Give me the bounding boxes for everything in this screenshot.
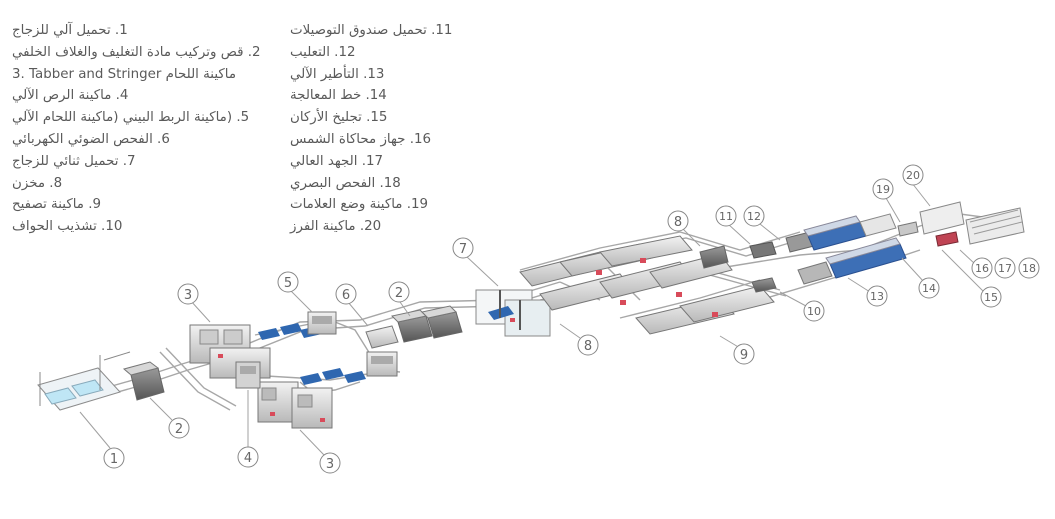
- svg-text:3: 3: [184, 288, 192, 303]
- legend-item: 12. التعليب: [290, 44, 356, 60]
- el-inspection-6: [365, 325, 399, 349]
- legend-item: 8. مخزن: [12, 175, 63, 191]
- curing-line-upper: [803, 213, 897, 251]
- svg-text:20: 20: [906, 169, 920, 182]
- edge-trimming-10: [751, 277, 777, 293]
- legend-item: 10. تشذيب الحواف: [12, 219, 123, 235]
- double-glass-loader-7: [475, 289, 551, 337]
- svg-text:8: 8: [674, 215, 682, 230]
- svg-text:11: 11: [719, 210, 733, 223]
- callout-1: 1: [103, 447, 125, 469]
- svg-text:12: 12: [747, 210, 761, 223]
- legend-item: 14. خط المعالجة: [290, 88, 387, 104]
- legend-item: 16. جهاز محاكاة الشمس: [290, 131, 431, 147]
- legend-item: 11. تحميل صندوق التوصيلات: [290, 23, 453, 38]
- laminator-block-upper: [519, 235, 693, 287]
- legend-item: 15. تجليخ الأركان: [290, 110, 388, 126]
- callout-12: 12: [743, 205, 765, 227]
- svg-text:2: 2: [395, 286, 403, 301]
- callout-2: 2: [388, 281, 410, 303]
- legend-item: 17. الجهد العالي: [290, 153, 384, 169]
- svg-text:1: 1: [110, 452, 118, 467]
- callout-13: 13: [866, 285, 888, 307]
- panel-trays-lower: [300, 368, 366, 385]
- buffer-8: [699, 245, 729, 269]
- callout-7: 7: [452, 237, 474, 259]
- svg-text:10: 10: [807, 305, 821, 318]
- callout-19: 19: [872, 178, 894, 200]
- callout-6: 6: [335, 283, 357, 305]
- svg-text:7: 7: [459, 242, 467, 257]
- curing-line-lower: [797, 237, 907, 285]
- legend-item: 4. ماكينة الرص الآلي: [12, 88, 129, 104]
- svg-text:15: 15: [984, 291, 998, 304]
- callout-17: 17: [994, 257, 1016, 279]
- callout-5: 5: [277, 271, 299, 293]
- legend-item: 7. تحميل ثنائي للزجاج: [12, 153, 136, 169]
- callout-16: 16: [971, 257, 993, 279]
- legend-item: 13. التأطير الآلي: [290, 66, 385, 82]
- callout-11: 11: [715, 205, 737, 227]
- callout-15: 15: [980, 286, 1002, 308]
- svg-text:19: 19: [876, 183, 890, 196]
- svg-text:6: 6: [342, 288, 350, 303]
- callout-4: 4: [237, 446, 259, 468]
- callout-20: 20: [902, 164, 924, 186]
- eva-cutting-machine-2: [122, 361, 165, 401]
- svg-text:3: 3: [326, 457, 334, 472]
- callout-8: 8: [577, 334, 599, 356]
- callout-3: 3: [177, 283, 199, 305]
- svg-text:8: 8: [584, 339, 592, 354]
- callout-2: 2: [168, 417, 190, 439]
- glass-loader-1: [37, 351, 131, 411]
- svg-text:14: 14: [922, 282, 936, 295]
- legend-item: 20. ماكينة الفرز: [290, 219, 382, 235]
- callout-14: 14: [918, 277, 940, 299]
- legend-right: 11. تحميل صندوق التوصيلات 12. التعليب 13…: [290, 20, 452, 238]
- legend-item: 5. (ماكينة الربط البيني (ماكينة اللحام ا…: [12, 110, 250, 126]
- legend-item: 2. قص وتركيب مادة التغليف والغلاف الخلفي: [12, 44, 261, 60]
- svg-text:17: 17: [998, 262, 1012, 275]
- junction-box-11: [749, 241, 777, 259]
- legend-left: 1. تحميل آلي للزجاج 2. قص وتركيب مادة ال…: [12, 20, 261, 238]
- callout-3: 3: [319, 452, 341, 474]
- legend-item: 9. ماكينة تصفيح: [12, 197, 101, 213]
- svg-text:5: 5: [284, 276, 292, 291]
- callout-9: 9: [733, 343, 755, 365]
- legend-item: 1. تحميل آلي للزجاج: [12, 23, 128, 38]
- svg-text:16: 16: [975, 262, 989, 275]
- stringer-3-lower: [257, 381, 333, 429]
- callout-leaders: [79, 182, 985, 456]
- legend-item: 18. الفحص البصري: [290, 175, 401, 191]
- legend-item: 3. Tabber and Stringer ماكينة اللحام: [12, 66, 237, 82]
- legend-item: 6. الفحص الضوئي الكهربائي: [12, 131, 170, 147]
- layup-machine-4: [235, 361, 261, 389]
- svg-text:4: 4: [244, 451, 252, 466]
- end-of-line-15-20: [897, 201, 1025, 247]
- svg-text:13: 13: [870, 290, 884, 303]
- bussing-machine-5: [307, 311, 398, 377]
- callout-10: 10: [803, 300, 825, 322]
- svg-text:9: 9: [740, 348, 748, 363]
- callout-8: 8: [667, 210, 689, 232]
- svg-text:18: 18: [1022, 262, 1036, 275]
- callout-18: 18: [1018, 257, 1040, 279]
- svg-text:2: 2: [175, 422, 183, 437]
- callouts: 1 2 3 4 3 5 6 2 7 8 8 9 10 11 12 13 14 1…: [103, 164, 1040, 474]
- laminator-9: [635, 285, 775, 335]
- legend-item: 19. ماكينة وضع العلامات: [290, 197, 429, 213]
- eva-cutting-machine-2b: [390, 305, 463, 343]
